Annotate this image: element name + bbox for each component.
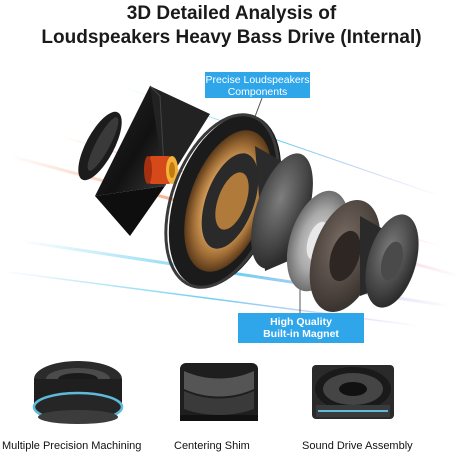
page-title-line-2: Loudspeakers Heavy Bass Drive (Internal) [41, 27, 422, 48]
callout-components-line-1: Precise Loudspeakers [205, 74, 310, 86]
callout-magnet-line-1: High Quality [270, 316, 332, 328]
feature-caption-machining: Multiple Precision Machining [2, 440, 142, 452]
feature-caption-centering-shim: Centering Shim [174, 440, 250, 452]
speaker-driver-front-view-icon [312, 365, 394, 419]
exploded-speaker-illustration [0, 85, 461, 327]
callout-built-in-magnet: High Quality Built-in Magnet [238, 313, 364, 343]
speaker-driver-side-view-icon [180, 363, 258, 421]
feature-caption-drive-assembly: Sound Drive Assembly [302, 440, 413, 452]
page-title-line-1: 3D Detailed Analysis of [126, 3, 337, 24]
callout-components-line-2: Components [227, 86, 288, 98]
callout-precise-components: Precise Loudspeakers Components [205, 72, 310, 98]
callout-magnet-line-2: Built-in Magnet [263, 328, 339, 340]
speaker-driver-bottom-view-icon [32, 361, 124, 424]
